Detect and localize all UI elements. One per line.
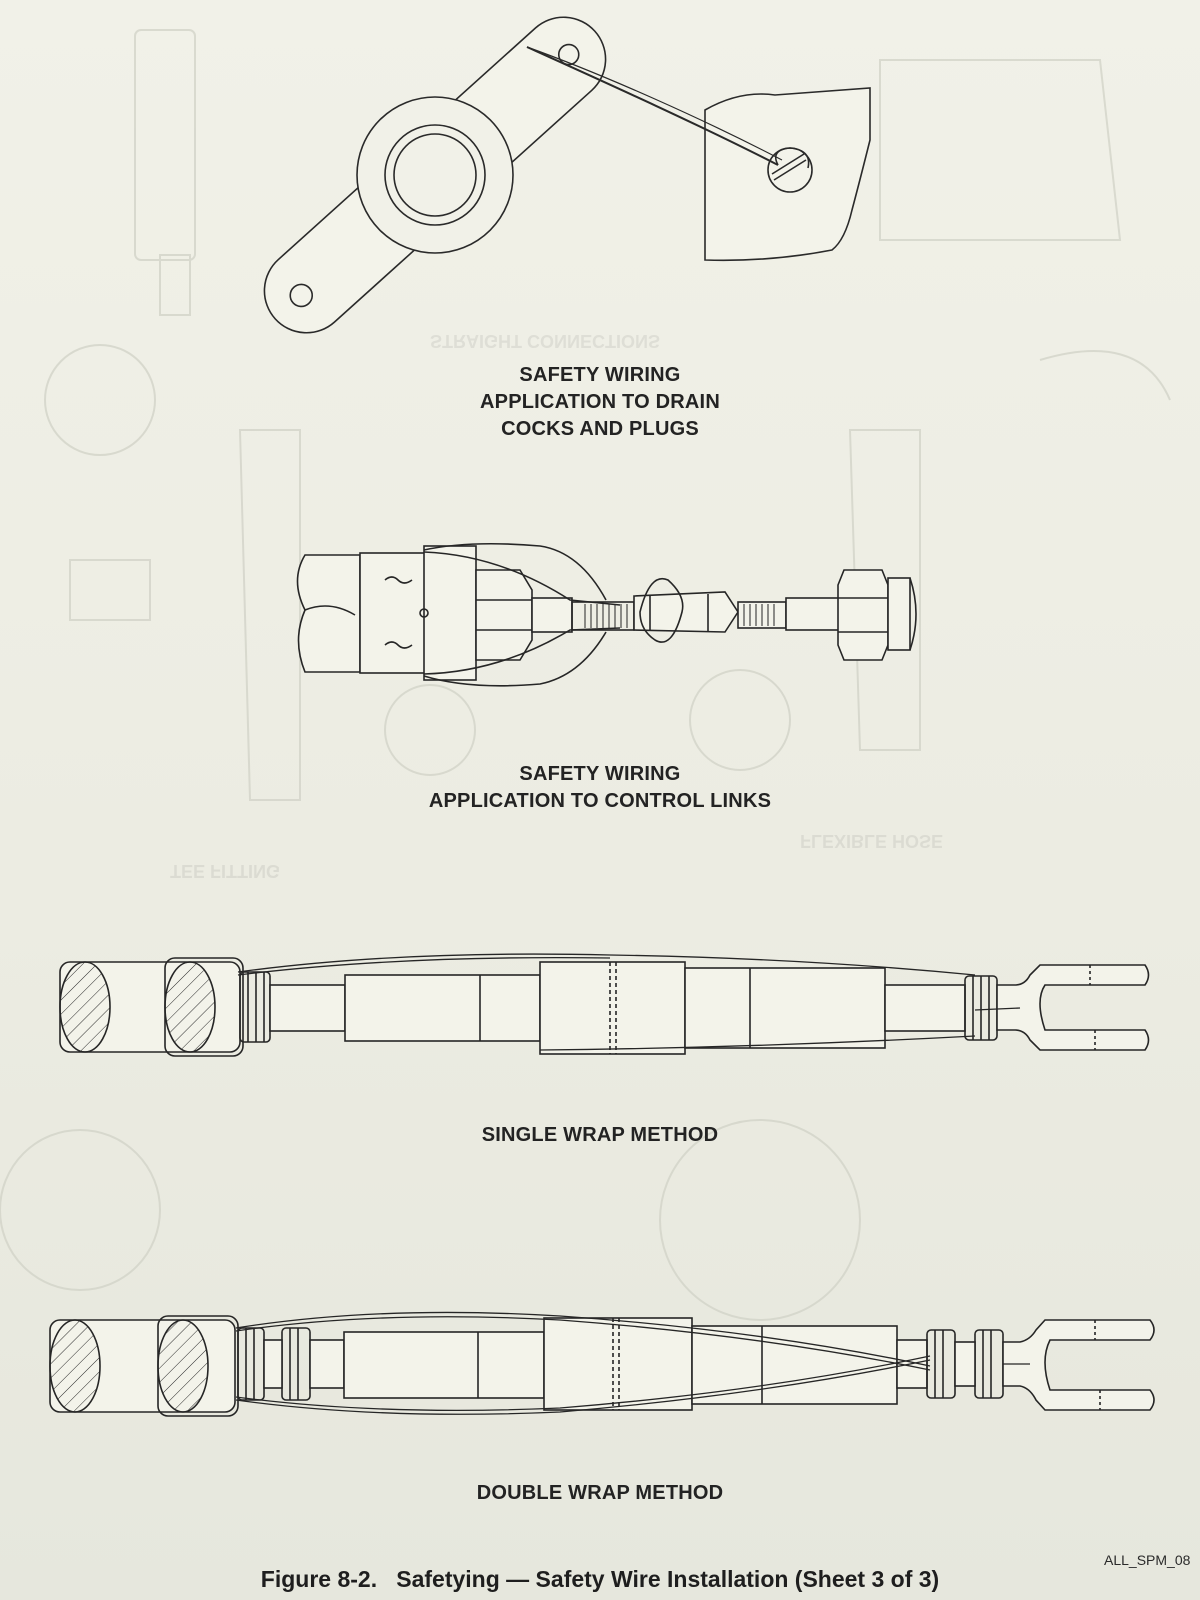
drain-cock-plug-illustration bbox=[263, 16, 871, 334]
caption-line: SINGLE WRAP METHOD bbox=[481, 1124, 719, 1146]
bleed-through-shapes bbox=[0, 29, 1171, 1321]
document-id: ALL_SPM_08 bbox=[1104, 1552, 1191, 1568]
figure-title: Figure 8-2. Safetying — Safety Wire Inst… bbox=[260, 1566, 940, 1592]
caption-double-wrap: DOUBLE WRAP METHOD bbox=[0, 1480, 1200, 1507]
single-wrap-illustration bbox=[59, 953, 1150, 1057]
caption-line: SAFETY WIRING bbox=[519, 364, 681, 386]
caption-line: APPLICATION TO CONTROL LINKS bbox=[428, 790, 772, 812]
caption-line: SAFETY WIRING bbox=[519, 763, 681, 785]
caption-drain-cocks: SAFETY WIRING APPLICATION TO DRAIN COCKS… bbox=[0, 362, 1200, 443]
caption-line: APPLICATION TO DRAIN bbox=[480, 391, 720, 413]
control-link-illustration bbox=[296, 542, 917, 687]
double-wrap-illustration bbox=[49, 1311, 1155, 1417]
caption-single-wrap: SINGLE WRAP METHOD bbox=[0, 1122, 1200, 1149]
caption-control-links: SAFETY WIRING APPLICATION TO CONTROL LIN… bbox=[0, 761, 1200, 815]
caption-line: DOUBLE WRAP METHOD bbox=[476, 1482, 724, 1504]
caption-line: COCKS AND PLUGS bbox=[501, 418, 699, 440]
